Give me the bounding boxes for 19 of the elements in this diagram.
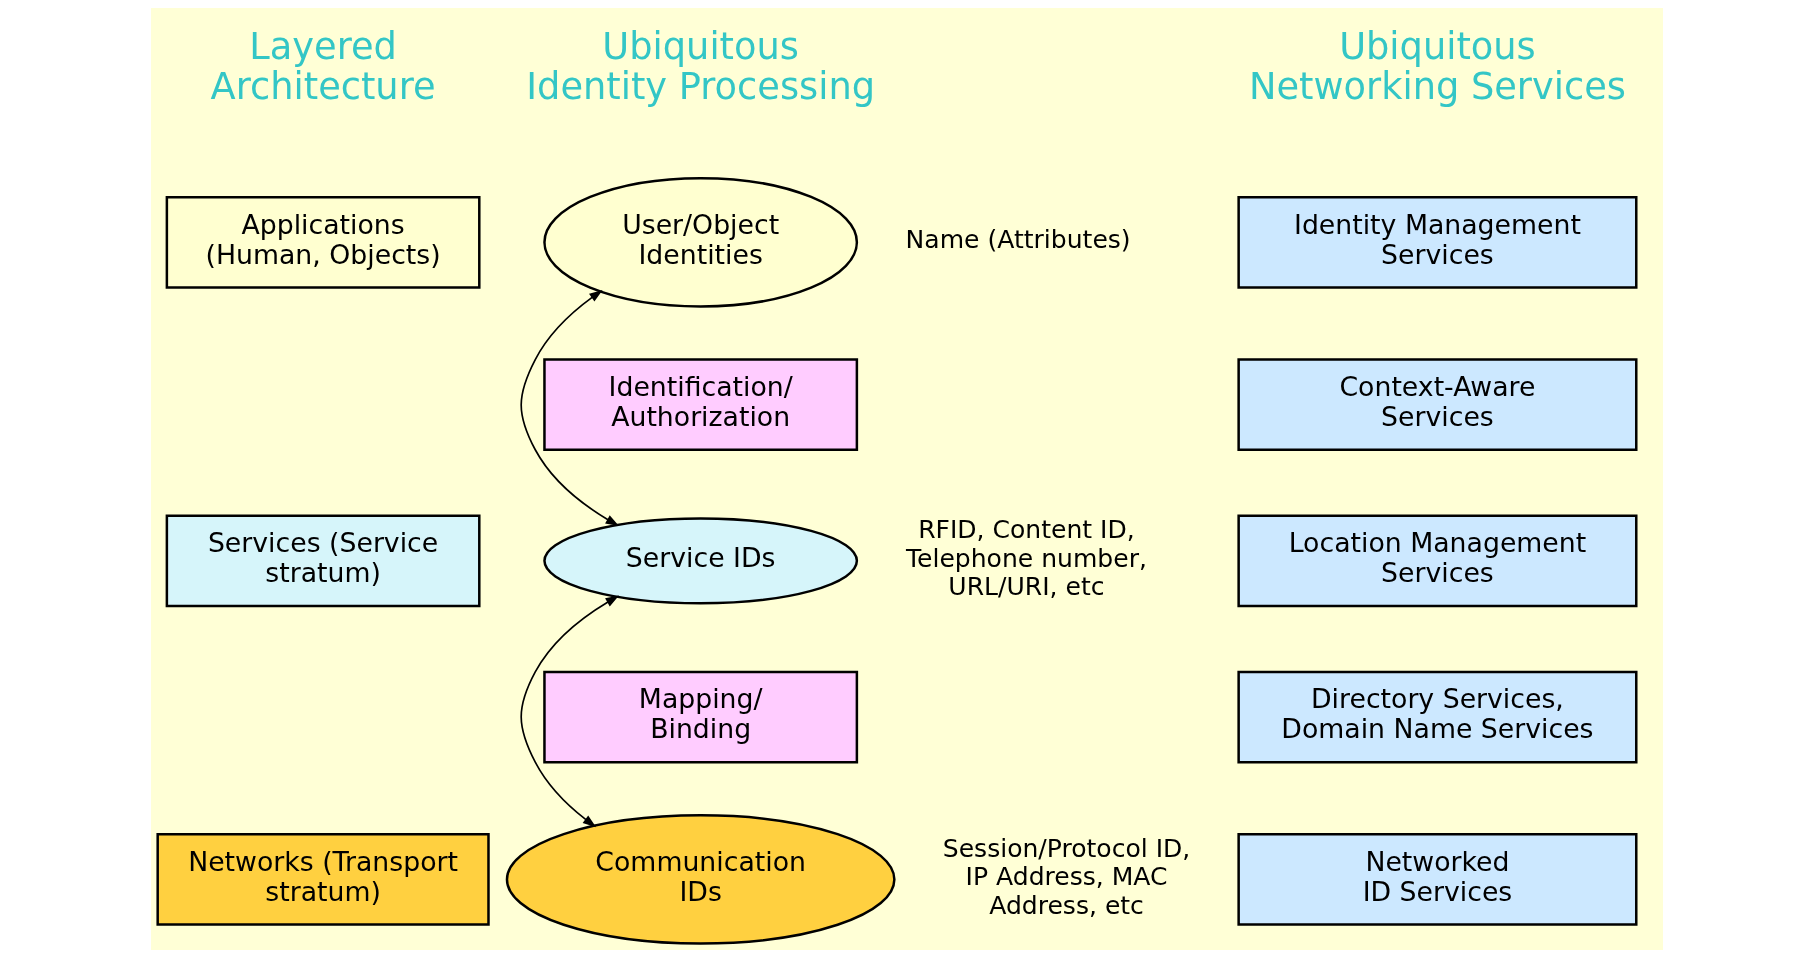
node-box: Mapping/ Binding (542, 670, 858, 764)
node-box: Identification/ Authorization (542, 358, 858, 451)
node-label: Session/Protocol ID, IP Address, MAC Address, etc (942, 833, 1190, 920)
label: Ubiquitous Identity Processing (525, 25, 875, 109)
node-box: Identity Management Services (1236, 195, 1638, 289)
label: Layered Architecture (210, 25, 436, 109)
node-ellipse: User/Object Identities (542, 176, 858, 308)
node-box: Location Management Services (1236, 514, 1638, 608)
node-box: Services (Service stratum) (165, 514, 481, 608)
node-box: Networks (Transport stratum) (155, 833, 490, 926)
node-label: RFID, Content ID, Telephone number, URL/URI, etc (905, 515, 1147, 602)
node-box: Directory Services, Domain Name Services (1236, 670, 1638, 764)
arrow (519, 595, 619, 828)
node-box: Context-Aware Services (1236, 358, 1638, 451)
node-box: Applications (Human, Objects) (165, 195, 481, 289)
label: Ubiquitous Networking Services (1248, 25, 1626, 109)
node-box: Networked ID Services (1236, 833, 1638, 926)
arrow (519, 290, 619, 527)
node-label: Name (Attributes) (905, 225, 1131, 255)
